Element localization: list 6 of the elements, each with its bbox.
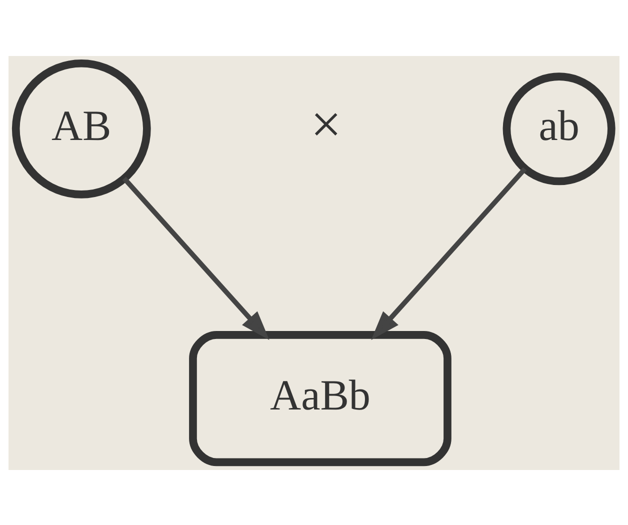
node-circle: ab [502, 72, 616, 185]
node-box: AaBb [189, 330, 452, 466]
label: × [310, 92, 342, 154]
arrow [371, 166, 527, 340]
arrow [122, 176, 270, 340]
node-circle: AB [12, 58, 151, 198]
